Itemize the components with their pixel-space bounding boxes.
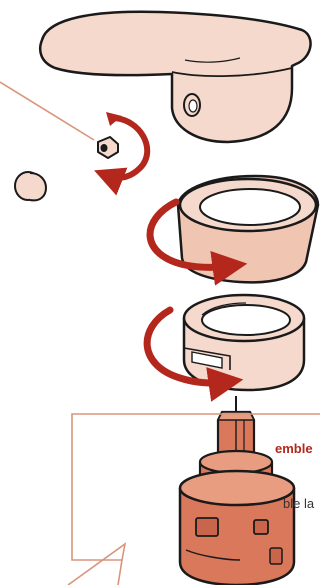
retaining-nut <box>184 295 304 390</box>
leader-line-top <box>0 82 94 140</box>
decorative-cap <box>15 172 46 200</box>
valve-cartridge <box>180 396 294 585</box>
callout-body: ble la <box>283 496 314 511</box>
callout-title: emble <box>275 441 313 456</box>
callout-pointer <box>68 544 125 585</box>
set-screw <box>98 137 118 158</box>
handle-lever <box>40 12 310 142</box>
